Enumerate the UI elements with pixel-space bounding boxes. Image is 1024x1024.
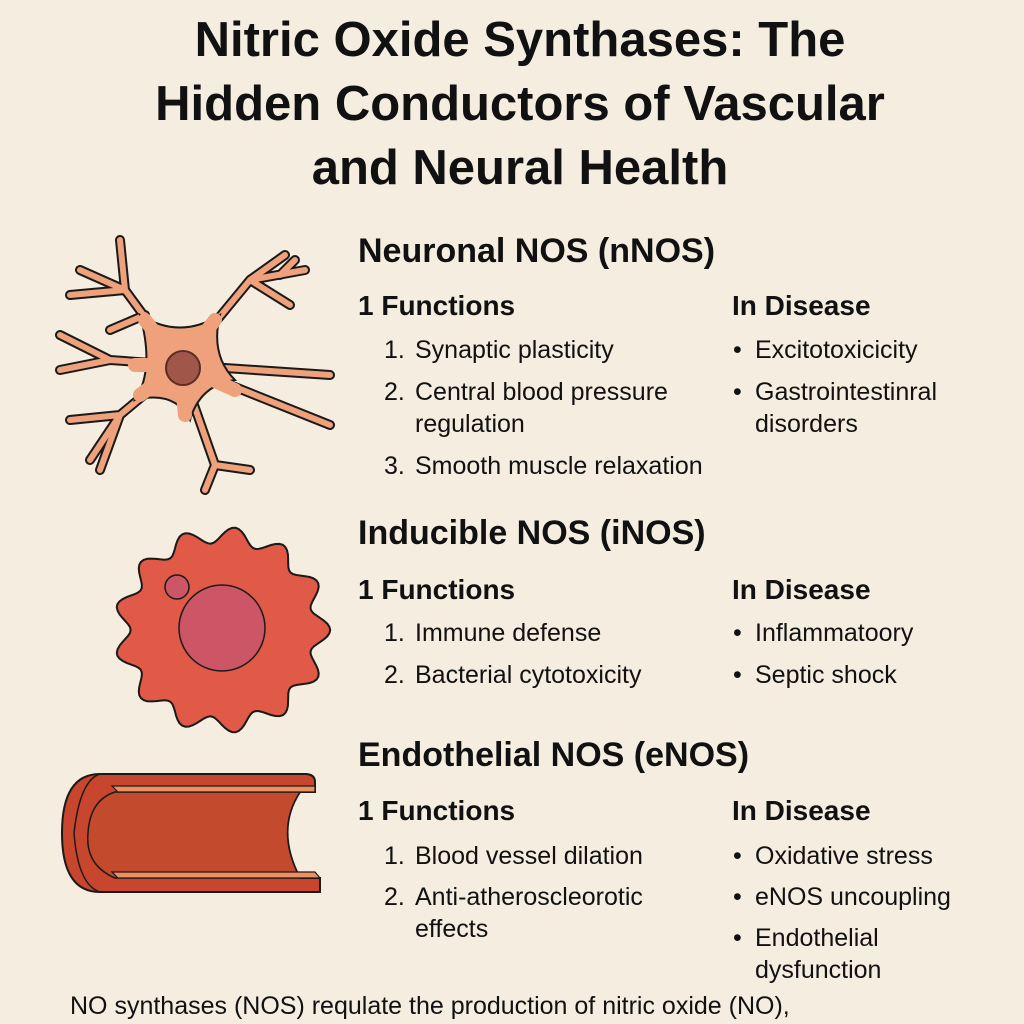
section-heading-nnos: Neuronal NOS (nNOS) bbox=[358, 232, 716, 270]
title-line-3: and Neural Health bbox=[311, 141, 729, 195]
functions-label: 1 Functions bbox=[358, 290, 516, 321]
disease-label: In Disease bbox=[732, 290, 871, 321]
immune-cell-icon bbox=[115, 526, 332, 734]
title-line-1: Nitric Oxide Synthases: The bbox=[194, 13, 846, 67]
section-heading-enos: Endothelial NOS (eNOS) bbox=[358, 736, 750, 774]
functions-label: 1 Functions bbox=[358, 574, 516, 605]
disease-label: In Disease bbox=[732, 574, 871, 605]
functions-label: 1 Functions bbox=[358, 795, 516, 826]
blood-vessel-icon bbox=[60, 773, 322, 893]
page-title: Nitric Oxide Synthases: The Hidden Condu… bbox=[0, 8, 1024, 200]
title-line-2: Hidden Conductors of Vascular bbox=[155, 77, 885, 131]
section-heading-inos: Inducible NOS (iNOS) bbox=[358, 514, 706, 552]
disease-label: In Disease bbox=[732, 795, 871, 826]
neuron-icon bbox=[55, 235, 335, 495]
footer-text: NO synthases (NOS) requlate the producti… bbox=[70, 992, 790, 1020]
